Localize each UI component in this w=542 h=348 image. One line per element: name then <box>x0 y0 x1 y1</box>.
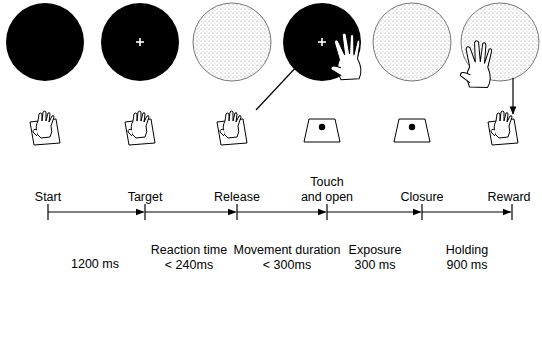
illustration-part <box>488 111 518 145</box>
interval-label: Reaction time < 240ms <box>148 243 230 273</box>
fixation-cross <box>136 38 326 46</box>
interval-arrow <box>327 211 421 212</box>
event-label: Start <box>18 190 78 205</box>
interval-label: 1200 ms <box>59 257 131 272</box>
dark-screen <box>6 3 84 81</box>
illustration-part <box>458 39 495 89</box>
movement-arrow <box>256 48 513 114</box>
illustration-part <box>139 38 141 46</box>
interval-label: Holding 900 ms <box>436 243 498 273</box>
food-box <box>304 119 430 142</box>
lit-screen <box>193 3 271 81</box>
hand-on-screen <box>325 31 495 90</box>
time-tick <box>511 204 512 220</box>
interval-arrow <box>48 211 144 212</box>
interval-label: Movement duration < 300ms <box>231 243 343 273</box>
interval-arrow <box>422 211 511 212</box>
interval-label: Exposure 300 ms <box>340 243 410 273</box>
event-label: Reward <box>481 190 537 205</box>
illustration-part <box>30 111 60 145</box>
stimulus-screens <box>6 3 539 81</box>
lit-screen <box>373 3 451 81</box>
event-label: Closure <box>392 190 452 205</box>
event-label: Target <box>115 190 175 205</box>
illustration-part <box>256 48 314 110</box>
illustration-part <box>321 38 323 46</box>
illustration-part <box>125 111 155 145</box>
event-label: Touch and open <box>299 175 355 205</box>
illustration-part <box>217 111 247 145</box>
illustration-part <box>394 119 430 142</box>
event-label: Release <box>207 190 267 205</box>
illustration-part <box>512 78 513 114</box>
timeline-axis <box>48 204 512 220</box>
interval-arrow <box>145 211 236 212</box>
hand-on-key <box>30 111 518 145</box>
dark-screen <box>101 3 179 81</box>
illustration-part <box>304 119 340 142</box>
interval-arrow <box>237 211 326 212</box>
illustration-part <box>325 31 366 84</box>
